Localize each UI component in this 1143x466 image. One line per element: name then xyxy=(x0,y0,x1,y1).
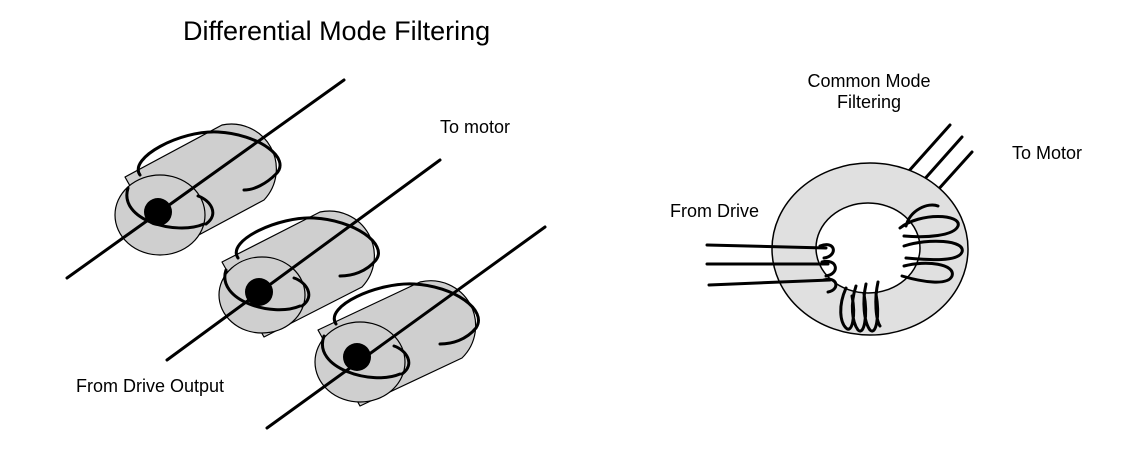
drive-wire-1 xyxy=(705,243,828,250)
motor-wire-2 xyxy=(920,135,964,184)
motor-wires xyxy=(906,123,974,194)
toroid-ring xyxy=(771,162,969,336)
differential-mode-group xyxy=(65,78,547,430)
common-mode-group xyxy=(705,123,974,336)
common-from-drive-label: From Drive xyxy=(670,201,759,221)
drive-wire-3 xyxy=(707,278,832,287)
right-winding xyxy=(898,203,964,284)
ferrite-core-3 xyxy=(314,280,480,407)
core-3-wire-dot xyxy=(343,343,371,371)
drive-wires xyxy=(705,243,832,287)
bottom-winding xyxy=(839,280,882,333)
toroid-windings xyxy=(818,203,964,333)
differential-from-drive-output-label: From Drive Output xyxy=(76,376,225,396)
toroid-core xyxy=(771,162,969,336)
differential-to-motor-label: To motor xyxy=(440,117,511,137)
motor-wire-1 xyxy=(906,123,952,174)
core-1-wire-dot xyxy=(144,198,172,226)
wire-3 xyxy=(265,225,547,430)
common-to-motor-label: To Motor xyxy=(1012,143,1083,163)
differential-mode-title: Differential Mode Filtering xyxy=(183,16,491,46)
wire-1 xyxy=(65,78,346,280)
motor-wire-3 xyxy=(934,150,974,194)
core-2-wire-dot xyxy=(245,278,273,306)
core-2-winding xyxy=(223,216,380,312)
common-mode-title: Common Mode Filtering xyxy=(807,71,931,112)
left-winding xyxy=(818,243,838,294)
wire-2 xyxy=(165,158,442,362)
